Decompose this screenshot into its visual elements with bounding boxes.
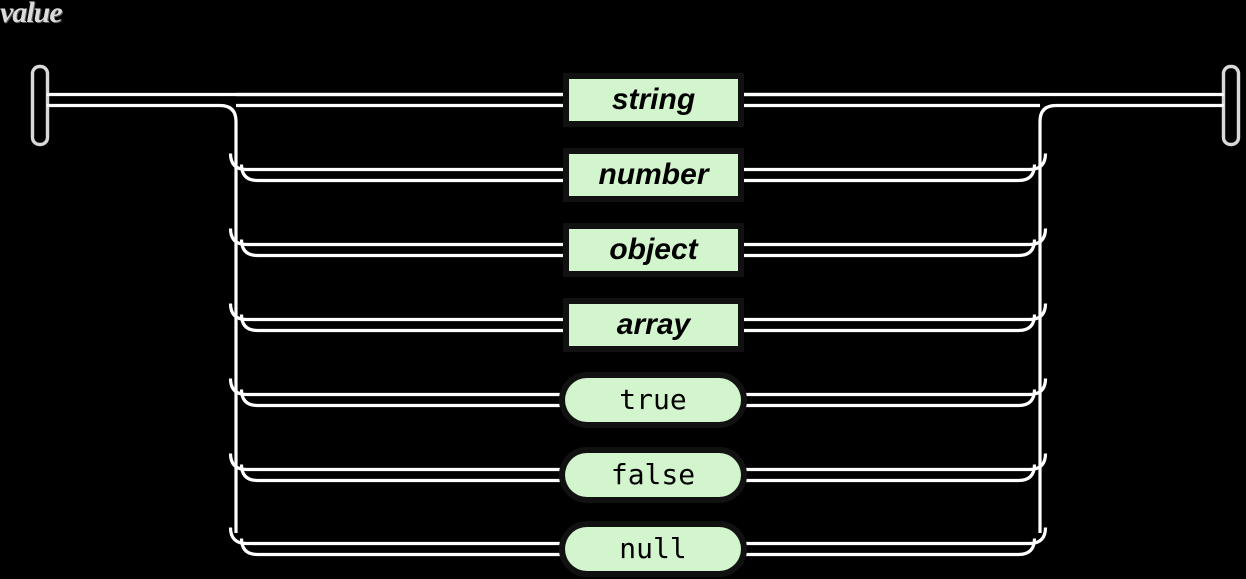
node-outline-false xyxy=(559,447,747,503)
start-terminator-bar xyxy=(30,64,50,147)
branch-out-upper-object xyxy=(741,228,1048,247)
node-fill-false xyxy=(565,453,741,497)
branch-out-upper-true xyxy=(744,378,1048,397)
node-label-null: null xyxy=(619,532,686,565)
alternative-node-true[interactable]: true xyxy=(559,372,747,428)
node-outline-number xyxy=(563,148,744,202)
node-fill-string xyxy=(569,79,738,121)
node-fill-true xyxy=(565,378,741,422)
branch-out-lower-null xyxy=(744,538,1037,557)
node-label-string: string xyxy=(612,83,695,116)
node-outline-string xyxy=(563,73,744,127)
track-lines-group xyxy=(30,64,1241,557)
branch-in-lower-object xyxy=(239,239,566,258)
branch-in-upper-array xyxy=(228,303,566,322)
node-outline-null xyxy=(559,521,747,577)
node-outline-array xyxy=(563,298,744,352)
alternative-node-false[interactable]: false xyxy=(559,447,747,503)
branch-in-upper-true xyxy=(228,378,562,397)
alternative-node-array[interactable]: array xyxy=(563,298,744,352)
branch-in-upper-false xyxy=(228,453,562,472)
branch-out-upper-false xyxy=(744,453,1048,472)
alternative-node-object[interactable]: object xyxy=(563,223,744,277)
branch-in-lower-number xyxy=(239,164,566,183)
alternative-node-string[interactable]: string xyxy=(563,73,744,127)
branch-in-upper-object xyxy=(228,228,566,247)
left-bus-entry-rail xyxy=(47,103,238,122)
alternative-node-number[interactable]: number xyxy=(563,148,744,202)
branch-in-upper-null xyxy=(228,527,562,546)
branch-out-lower-true xyxy=(744,389,1037,408)
branch-out-lower-number xyxy=(741,164,1037,183)
end-terminator-bar xyxy=(1221,64,1241,147)
branch-out-lower-array xyxy=(741,314,1037,333)
node-outline-true xyxy=(559,372,747,428)
node-label-true: true xyxy=(619,383,686,416)
node-label-object: object xyxy=(609,233,699,266)
branch-out-upper-null xyxy=(744,527,1048,546)
branch-in-lower-null xyxy=(239,538,562,557)
branch-in-lower-array xyxy=(239,314,566,333)
branch-out-upper-number xyxy=(741,153,1048,172)
alternative-node-null[interactable]: null xyxy=(559,521,747,577)
alternative-nodes-group: string number object array true false null xyxy=(559,73,747,577)
branch-in-upper-number xyxy=(228,153,566,172)
node-fill-null xyxy=(565,527,741,571)
branch-out-upper-array xyxy=(741,303,1048,322)
branch-in-lower-false xyxy=(239,464,562,483)
node-label-false: false xyxy=(611,458,695,491)
right-bus-exit-rail xyxy=(1038,103,1224,122)
node-fill-array xyxy=(569,304,738,346)
branch-in-lower-true xyxy=(239,389,562,408)
branch-out-lower-object xyxy=(741,239,1037,258)
node-label-number: number xyxy=(598,158,710,191)
node-fill-object xyxy=(569,229,738,271)
branch-out-lower-false xyxy=(744,464,1037,483)
node-label-array: array xyxy=(617,308,692,341)
node-fill-number xyxy=(569,154,738,196)
node-outline-object xyxy=(563,223,744,277)
diagram-title: value xyxy=(0,0,63,29)
